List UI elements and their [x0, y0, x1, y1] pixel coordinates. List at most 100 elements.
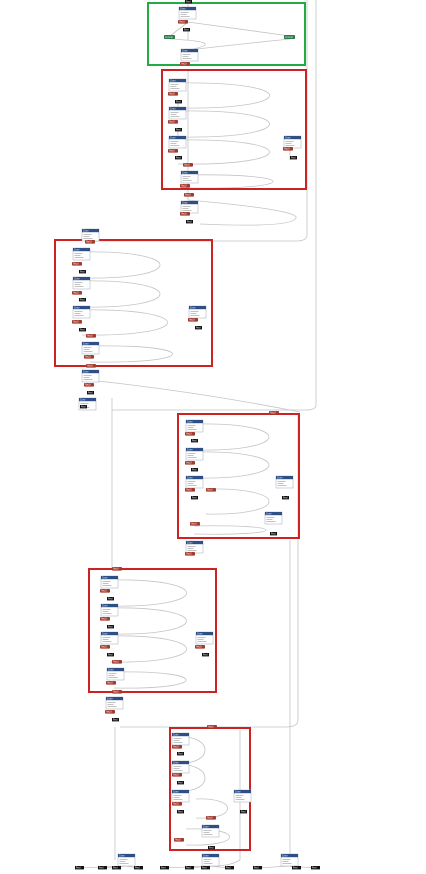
relu-node-label: ReLU	[101, 646, 107, 649]
conv-node: Conv	[188, 305, 207, 319]
edge-connector	[92, 0, 308, 242]
conv-node-label: Conv	[187, 449, 193, 452]
pool-node: Pool	[87, 391, 94, 395]
pool-node-label: Pool	[80, 299, 85, 302]
relu-node-label: ReLU	[107, 682, 113, 685]
relu-node: ReLU	[185, 432, 195, 436]
relu-node-label: ReLU	[86, 241, 92, 244]
conv-node: Conv	[105, 696, 124, 710]
edge-connector	[81, 309, 168, 336]
pool-node-label: Pool	[226, 867, 231, 870]
pool-node: Pool	[79, 298, 86, 302]
pool-node: Pool	[191, 439, 198, 443]
conv-node: Conv	[195, 631, 214, 645]
pool-node: Pool	[134, 866, 143, 870]
pool-node: Pool	[75, 866, 84, 870]
edge-connector	[193, 423, 270, 451]
pool-node-label: Pool	[81, 406, 86, 409]
conv-node-label: Conv	[74, 249, 80, 252]
pool-node: Pool	[253, 866, 262, 870]
relu-node: ReLU	[168, 92, 178, 96]
relu-node-label: ReLU	[173, 746, 179, 749]
relu-node-label: ReLU	[173, 803, 179, 806]
pool-node-label: Pool	[186, 867, 191, 870]
conv-node-label: Conv	[170, 137, 176, 140]
relu-node: ReLU	[100, 589, 110, 593]
relu-node: ReLU	[183, 163, 193, 167]
relu-node: ReLU	[112, 660, 122, 664]
relu-node-label: ReLU	[113, 691, 119, 694]
relu-node-label: ReLU	[196, 646, 202, 649]
pool-node-label: Pool	[178, 782, 183, 785]
relu-node-label: ReLU	[186, 433, 192, 436]
edge-connector	[169, 21, 189, 37]
pool-node: Pool	[270, 532, 277, 536]
pool-node-label: Pool	[291, 157, 296, 160]
relu-node-label: ReLU	[208, 726, 214, 729]
conv-node-label: Conv	[182, 50, 188, 53]
pool-node-label: Pool	[187, 221, 192, 224]
relu-node: ReLU	[112, 567, 122, 571]
pool-node: Pool	[107, 625, 114, 629]
edge-connector	[81, 251, 161, 279]
pool-node-label: Pool	[312, 867, 317, 870]
relu-node: ReLU	[172, 802, 182, 806]
conv-node: Conv	[283, 135, 302, 149]
relu-node: ReLU	[207, 725, 217, 729]
conv-node-label: Conv	[173, 791, 179, 794]
relu-node: ReLU	[105, 710, 115, 714]
edge-connector	[177, 82, 270, 109]
edge-connector	[112, 0, 317, 411]
conv-node: Conv	[168, 78, 187, 92]
conv-node: Conv	[178, 6, 197, 20]
relu-node-label: ReLU	[191, 523, 197, 526]
pool-node-label: Pool	[178, 811, 183, 814]
pool-node-label: Pool	[202, 867, 207, 870]
conv-node-label: Conv	[285, 137, 291, 140]
conv-node: Conv	[201, 824, 220, 838]
conv-node-label: Conv	[102, 577, 108, 580]
pool-node: Pool	[282, 496, 289, 500]
relu-node-label: ReLU	[207, 489, 213, 492]
pool-node-label: Pool	[192, 440, 197, 443]
pool-node: Pool	[160, 866, 169, 870]
relu-node-label: ReLU	[73, 321, 79, 324]
conv-node-label: Conv	[102, 633, 108, 636]
pool-node: Pool	[195, 326, 202, 330]
relu-node: ReLU	[86, 334, 96, 338]
edge-connector	[109, 579, 187, 607]
pool-node-label: Pool	[108, 598, 113, 601]
conv-node: Conv	[201, 853, 220, 867]
relu-node: ReLU	[84, 383, 94, 387]
pool-node-label: Pool	[135, 867, 140, 870]
pool-node: Pool	[191, 496, 198, 500]
conv-node: Conv	[72, 247, 91, 261]
edge-connector	[195, 798, 228, 819]
relu-node-label: ReLU	[175, 839, 181, 842]
concat-node: Concat	[164, 35, 175, 39]
conv-node-label: Conv	[203, 855, 209, 858]
pool-node: Pool	[185, 866, 194, 870]
pool-node-label: Pool	[192, 469, 197, 472]
relu-node-label: ReLU	[169, 121, 175, 124]
relu-node-label: ReLU	[169, 150, 175, 153]
pool-node-label: Pool	[293, 867, 298, 870]
pool-node-label: Pool	[88, 392, 93, 395]
conv-node: Conv	[171, 732, 190, 746]
concat-node-label: Concat	[165, 36, 173, 39]
pool-node-label: Pool	[186, 1, 191, 4]
pool-node: Pool	[98, 866, 107, 870]
conv-node: Conv	[264, 511, 283, 525]
relu-node-label: ReLU	[181, 185, 187, 188]
pool-node-label: Pool	[196, 327, 201, 330]
relu-node-label: ReLU	[113, 661, 119, 664]
relu-node: ReLU	[112, 690, 122, 694]
relu-node: ReLU	[206, 488, 216, 492]
conv-node-label: Conv	[197, 633, 203, 636]
edge-connector	[257, 865, 290, 869]
pool-node: Pool	[79, 270, 86, 274]
edge-connector	[89, 345, 173, 363]
conv-node: Conv	[106, 667, 125, 681]
relu-node-label: ReLU	[169, 93, 175, 96]
